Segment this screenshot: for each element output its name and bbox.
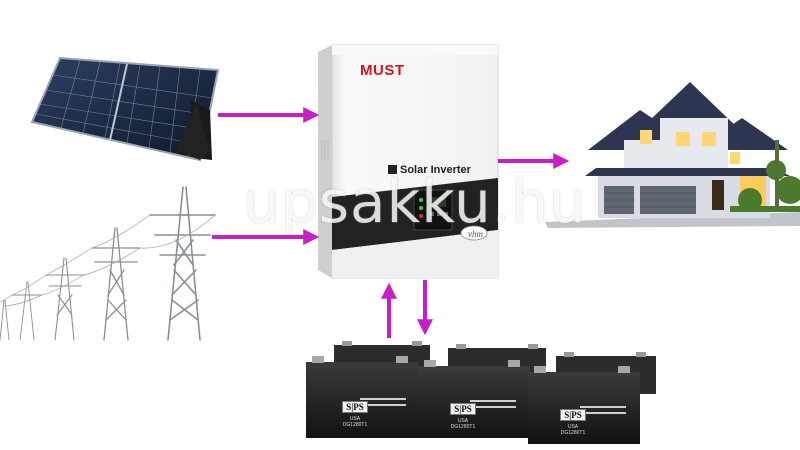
house-icon <box>545 82 800 228</box>
battery-label-1: S|PS USA DG1280T1 <box>330 397 380 428</box>
flow-arrows <box>212 107 570 338</box>
power-grid-icon <box>0 186 216 341</box>
battery-logo: S|PS <box>560 409 586 421</box>
inverter-badge: vhm <box>468 229 483 239</box>
battery-bank-icon <box>306 341 656 444</box>
battery-origin: USA <box>457 418 469 424</box>
battery-origin: USA <box>567 424 579 430</box>
battery-origin: USA <box>349 416 361 422</box>
battery-model: DG1280T1 <box>560 430 586 436</box>
solar-inverter <box>318 44 499 279</box>
battery-logo: S|PS <box>450 403 476 415</box>
battery-model: DG1280T1 <box>342 422 368 428</box>
inverter-brand-logo: MUST <box>360 62 405 79</box>
battery-label-3: S|PS USA DG1280T1 <box>548 405 598 436</box>
battery-model: DG1280T1 <box>450 424 476 430</box>
inverter-product-name: Solar Inverter <box>400 164 471 176</box>
battery-label-2: S|PS USA DG1280T1 <box>438 399 488 430</box>
solar-panel-icon <box>30 56 220 162</box>
battery-logo: S|PS <box>342 401 368 413</box>
